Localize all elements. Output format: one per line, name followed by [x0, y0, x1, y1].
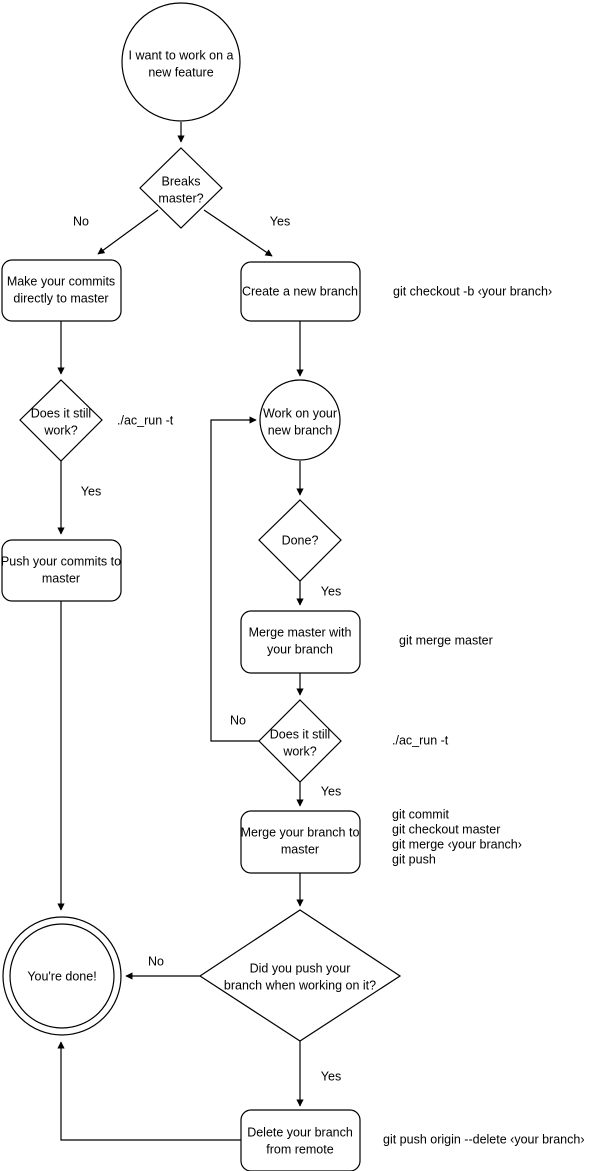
merge-master-rect-shape — [240, 610, 361, 674]
merge-master-label-line1: Merge master with — [249, 625, 352, 639]
edge-label-did-push-yes: Yes — [321, 1069, 341, 1083]
edge-label-still-work-no: No — [230, 713, 246, 727]
create-branch-label-line1: Create a new branch — [242, 284, 358, 298]
does-work-right-label-line1: Does it still — [270, 727, 330, 741]
delete-branch-label-line2: from remote — [266, 1142, 333, 1156]
edge-breaks-to-make-commits — [97, 209, 159, 255]
create-branch-rect-shape — [240, 261, 361, 322]
node-does-it-still-work-right[interactable]: Does it still work? — [258, 699, 342, 783]
youre-done-label: You're done! — [27, 969, 96, 983]
does-work-right-label-line2: work? — [282, 744, 316, 758]
edges — [57, 122, 304, 1141]
does-work-left-label-line2: work? — [43, 423, 77, 437]
annotation-ac-run-right: ./ac_run -t — [392, 733, 449, 747]
annotation-merge-commands-line1: git commit — [392, 807, 449, 821]
edge-label-breaks-yes: Yes — [270, 214, 290, 228]
merge-branch-label-line2: master — [281, 842, 319, 856]
merge-master-label-line2: your branch — [267, 642, 333, 656]
did-you-push-diamond-shape — [198, 909, 402, 1042]
node-work-on-branch[interactable]: Work on your new branch — [259, 379, 341, 461]
work-on-branch-circle-shape — [259, 379, 341, 461]
does-work-left-diamond-shape — [19, 379, 103, 462]
start-circle-shape — [121, 2, 241, 122]
done-label-line1: Done? — [282, 533, 319, 547]
does-work-right-diamond-shape — [258, 699, 342, 783]
annotation-merge-commands-line2: git checkout master — [392, 822, 500, 836]
breaks-master-diamond-shape — [139, 147, 223, 229]
node-merge-master-with-branch[interactable]: Merge master with your branch — [240, 610, 361, 674]
did-you-push-label-line1: Did you push your — [250, 961, 351, 975]
node-does-it-still-work-left[interactable]: Does it still work? — [19, 379, 103, 462]
annotation-git-merge-master: git merge master — [399, 633, 493, 647]
edge-delete-branch-to-youre-done — [57, 1041, 241, 1141]
work-on-branch-label-line1: Work on your — [263, 406, 337, 420]
does-work-left-label-line1: Does it still — [31, 406, 91, 420]
push-commits-rect-shape — [1, 539, 122, 602]
node-breaks-master[interactable]: Breaks master? — [139, 147, 223, 229]
node-create-branch[interactable]: Create a new branch — [240, 261, 361, 322]
push-commits-label-line1: Push your commits to — [1, 554, 121, 568]
annotation-git-push-origin-delete: git push origin --delete ‹your branch› — [383, 1132, 585, 1146]
push-commits-label-line2: master — [42, 571, 80, 585]
node-make-commits[interactable]: Make your commits directly to master — [1, 259, 122, 322]
merge-branch-rect-shape — [240, 810, 361, 874]
node-start[interactable]: I want to work on a new feature — [121, 2, 241, 122]
edge-label-still-work-yes: Yes — [321, 784, 341, 798]
youre-done-inner-circle-shape — [9, 923, 115, 1029]
annotation-merge-commands-line3: git merge ‹your branch› — [392, 837, 522, 851]
delete-branch-label-line1: Delete your branch — [247, 1125, 353, 1139]
node-push-commits[interactable]: Push your commits to master — [1, 539, 122, 602]
edge-label-left-work-yes: Yes — [81, 484, 101, 498]
edge-breaks-to-create-branch — [203, 209, 273, 257]
make-commits-label-line1: Make your commits — [7, 274, 115, 288]
edge-does-work-right-no-loop — [210, 416, 259, 742]
node-merge-branch-to-master[interactable]: Merge your branch to master — [240, 810, 361, 874]
did-you-push-label-line2: branch when working on it? — [224, 978, 376, 992]
make-commits-label-line2: directly to master — [13, 291, 108, 305]
breaks-master-label-line1: Breaks — [162, 174, 201, 188]
node-youre-done[interactable]: You're done! — [2, 916, 122, 1036]
breaks-master-label-line2: master? — [158, 191, 203, 205]
make-commits-rect-shape — [1, 259, 122, 322]
edge-label-breaks-no: No — [73, 214, 89, 228]
start-label-line2: new feature — [148, 65, 213, 79]
delete-branch-rect-shape — [240, 1109, 361, 1171]
annotation-merge-commands-line4: git push — [392, 852, 436, 866]
start-label-line1: I want to work on a — [129, 48, 234, 62]
edge-label-did-push-no: No — [148, 954, 164, 968]
node-delete-branch[interactable]: Delete your branch from remote — [240, 1109, 361, 1171]
work-on-branch-label-line2: new branch — [268, 423, 333, 437]
node-done[interactable]: Done? — [258, 499, 342, 582]
done-diamond-shape — [258, 499, 342, 582]
annotation-merge-commands: git commit git checkout master git merge… — [392, 807, 522, 866]
edge-label-done-yes: Yes — [321, 584, 341, 598]
node-did-you-push[interactable]: Did you push your branch when working on… — [198, 909, 402, 1042]
annotation-git-checkout: git checkout -b ‹your branch› — [393, 284, 552, 298]
merge-branch-label-line1: Merge your branch to — [241, 825, 360, 839]
annotation-ac-run-left: ./ac_run -t — [117, 413, 174, 427]
